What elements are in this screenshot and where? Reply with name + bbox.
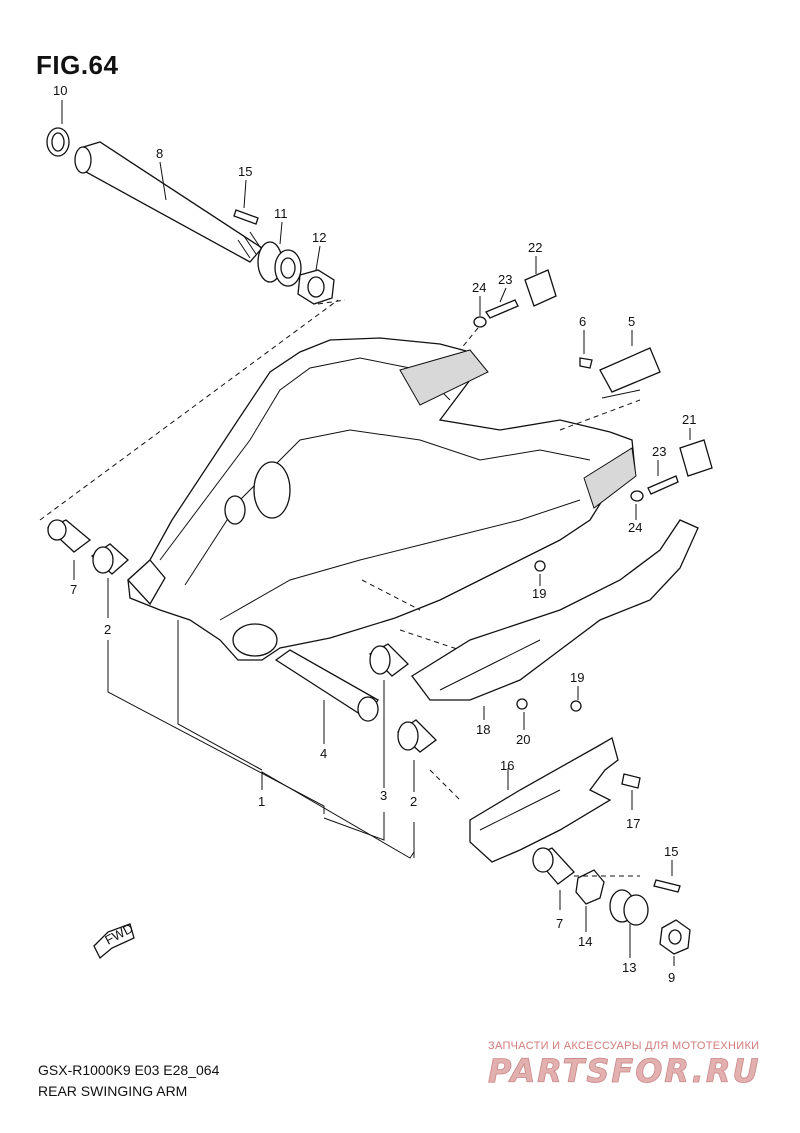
part-20-bolt [516,698,528,710]
part-2-bearing-left [90,543,129,575]
callout-23: 23 [498,272,512,287]
callout-19: 19 [532,586,546,601]
part-19-bolt-lower [570,700,582,712]
part-17-screw [621,773,641,789]
part-19-bolt-upper [534,560,546,572]
callout-6: 6 [579,314,586,329]
callout-24: 24 [472,280,486,295]
callout-2b: 2 [410,794,417,809]
part-24-washer-upper [473,316,487,328]
part-16-chain-slider [469,737,619,863]
figure-name: REAR SWINGING ARM [38,1083,188,1099]
fwd-arrow-icon: FWD [93,921,136,960]
watermark-logo: PARTSFOR.RU [488,1052,760,1088]
part-11-adjuster [257,241,302,287]
watermark-tagline: ЗАПЧАСТИ И АКСЕССУАРЫ ДЛЯ МОТОТЕХНИКИ [488,1040,760,1052]
callout-23b: 23 [652,444,666,459]
part-21-block [679,439,713,477]
part-5-plate [599,347,661,399]
callout-20: 20 [516,732,530,747]
part-4-collar [274,649,379,722]
callout-22: 22 [528,240,542,255]
part-15-screw-lower [653,879,681,893]
callout-18: 18 [476,722,490,737]
part-7-bush-right [532,847,575,885]
part-10-ring [46,127,70,157]
callout-21: 21 [682,412,696,427]
callout-9: 9 [668,970,675,985]
figure-code: GSX-R1000K9 E03 E28_064 [38,1062,220,1078]
part-2-bearing-right [396,719,437,753]
part-23-bolt-right [647,475,679,495]
callout-15b: 15 [664,844,678,859]
callout-2: 2 [104,622,111,637]
callout-labels: 10 8 15 11 12 22 23 24 6 5 21 23 24 7 2 … [53,83,696,985]
callout-1: 1 [258,794,265,809]
part-8-pivot-shaft [74,141,263,263]
part-6-screw [579,357,593,369]
callout-12: 12 [312,230,326,245]
callout-8: 8 [156,146,163,161]
callout-3: 3 [380,788,387,803]
part-22-block [524,269,557,307]
callout-14: 14 [578,934,592,949]
part-15-screw [233,209,259,225]
callout-16: 16 [500,758,514,773]
part-13-adjuster [609,889,649,926]
callout-10: 10 [53,83,67,98]
part-12-nut [297,269,335,305]
part-9-nut [659,919,691,955]
callout-7: 7 [70,582,77,597]
callout-4: 4 [320,746,327,761]
part-3-bearing [368,643,409,677]
callout-13: 13 [622,960,636,975]
callout-17: 17 [626,816,640,831]
part-23-bolt-upper [485,299,519,319]
part-7-bush-left [46,519,92,553]
callout-19b: 19 [570,670,584,685]
part-24-washer-right [630,490,644,502]
callout-7b: 7 [556,916,563,931]
svg-text:PARTSFOR.RU: PARTSFOR.RU [488,1052,760,1088]
callout-15: 15 [238,164,252,179]
callout-11: 11 [274,206,288,221]
part-18-chain-guard [411,519,699,701]
part-14-nut [575,869,605,905]
callout-5: 5 [628,314,635,329]
callout-24b: 24 [628,520,642,535]
figure-title: FIG.64 [36,50,119,80]
part-1-swingarm-body [127,337,637,661]
